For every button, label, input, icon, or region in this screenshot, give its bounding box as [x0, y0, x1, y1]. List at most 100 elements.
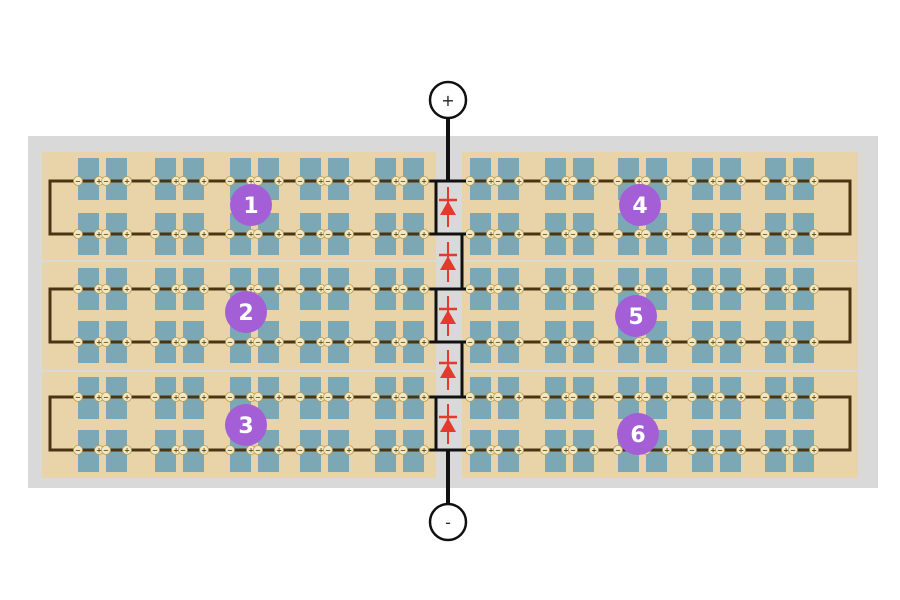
polarity-sign: − [75, 447, 81, 455]
bypass-diode [439, 404, 457, 444]
polarity-dot [295, 392, 305, 402]
polarity-dot [641, 337, 651, 347]
polarity-sign: − [400, 339, 406, 347]
polarity-sign: + [783, 339, 789, 347]
polarity-sign: + [96, 394, 102, 402]
polarity-dot [370, 229, 380, 239]
polarity-sign: + [516, 178, 522, 186]
polarity-sign: − [542, 447, 548, 455]
polarity-sign: + [563, 178, 569, 186]
polarity-sign: + [173, 286, 179, 294]
polarity-dot [295, 284, 305, 294]
polarity-dot [715, 392, 725, 402]
polarity-sign: + [563, 447, 569, 455]
polarity-sign: − [689, 339, 695, 347]
polarity-dot [178, 229, 188, 239]
polarity-sign: − [615, 339, 621, 347]
polarity-sign: − [762, 231, 768, 239]
polarity-dot [178, 392, 188, 402]
polarity-sign: − [400, 178, 406, 186]
polarity-sign: + [248, 339, 254, 347]
polarity-dot [687, 392, 697, 402]
polarity-dot [398, 392, 408, 402]
polarity-dot [809, 445, 819, 455]
polarity-sign: + [516, 231, 522, 239]
polarity-sign: − [790, 447, 796, 455]
polarity-dot [687, 229, 697, 239]
polarity-sign: + [421, 394, 427, 402]
polarity-sign: + [201, 286, 207, 294]
polarity-sign: − [372, 231, 378, 239]
polarity-sign: − [297, 178, 303, 186]
polarity-sign: + [124, 231, 130, 239]
polarity-dot [73, 392, 83, 402]
negative-terminal-label: - [445, 513, 451, 532]
positive-terminal-label: + [441, 91, 454, 110]
polarity-sign: + [488, 231, 494, 239]
positive-terminal[interactable]: + [428, 80, 468, 120]
polarity-dot [225, 392, 235, 402]
polarity-sign: − [297, 286, 303, 294]
polarity-sign: + [421, 339, 427, 347]
string-badge-6: 6 [617, 413, 659, 455]
polarity-sign: + [664, 339, 670, 347]
polarity-dot [199, 392, 209, 402]
polarity-sign: + [516, 339, 522, 347]
polarity-sign: + [488, 286, 494, 294]
polarity-sign: + [516, 394, 522, 402]
polarity-dot [398, 284, 408, 294]
polarity-dot [344, 392, 354, 402]
polarity-dot [225, 284, 235, 294]
polarity-sign: − [717, 231, 723, 239]
polarity-sign: − [255, 339, 261, 347]
polarity-sign: − [570, 231, 576, 239]
polarity-dot [589, 445, 599, 455]
polarity-sign: − [643, 178, 649, 186]
polarity-sign: − [75, 394, 81, 402]
polarity-sign: + [783, 286, 789, 294]
polarity-dot [589, 337, 599, 347]
polarity-sign: − [762, 178, 768, 186]
polarity-sign: − [227, 231, 233, 239]
badge-circle [615, 295, 657, 337]
polarity-dot [199, 337, 209, 347]
negative-terminal[interactable]: - [428, 502, 468, 542]
polarity-sign: − [467, 339, 473, 347]
string-loop [822, 287, 852, 344]
solar-cell [78, 158, 99, 200]
polarity-sign: + [664, 447, 670, 455]
polarity-sign: + [173, 178, 179, 186]
polarity-sign: + [173, 231, 179, 239]
polarity-sign: + [201, 178, 207, 186]
polarity-sign: − [570, 178, 576, 186]
polarity-dot [323, 284, 333, 294]
polarity-sign: − [495, 394, 501, 402]
polarity-dot [568, 337, 578, 347]
polarity-sign: + [811, 286, 817, 294]
polarity-dot [150, 284, 160, 294]
polarity-dot [809, 337, 819, 347]
polarity-dot [178, 284, 188, 294]
polarity-dot [73, 445, 83, 455]
polarity-dot [589, 284, 599, 294]
polarity-sign: + [738, 339, 744, 347]
bypass-diode [439, 242, 457, 282]
polarity-dot [493, 337, 503, 347]
polarity-dot [687, 337, 697, 347]
polarity-sign: − [152, 447, 158, 455]
polarity-sign: + [393, 447, 399, 455]
polarity-dot [178, 337, 188, 347]
polarity-dot [370, 337, 380, 347]
polarity-dot [514, 229, 524, 239]
polarity-sign: + [248, 394, 254, 402]
solar-cell [692, 158, 713, 200]
polarity-sign: + [811, 231, 817, 239]
polarity-dot [370, 392, 380, 402]
polarity-sign: − [790, 231, 796, 239]
polarity-sign: − [467, 447, 473, 455]
polarity-dot [613, 176, 623, 186]
solar-cell [545, 158, 566, 200]
polarity-dot [419, 229, 429, 239]
polarity-sign: − [255, 286, 261, 294]
polarity-sign: + [318, 178, 324, 186]
